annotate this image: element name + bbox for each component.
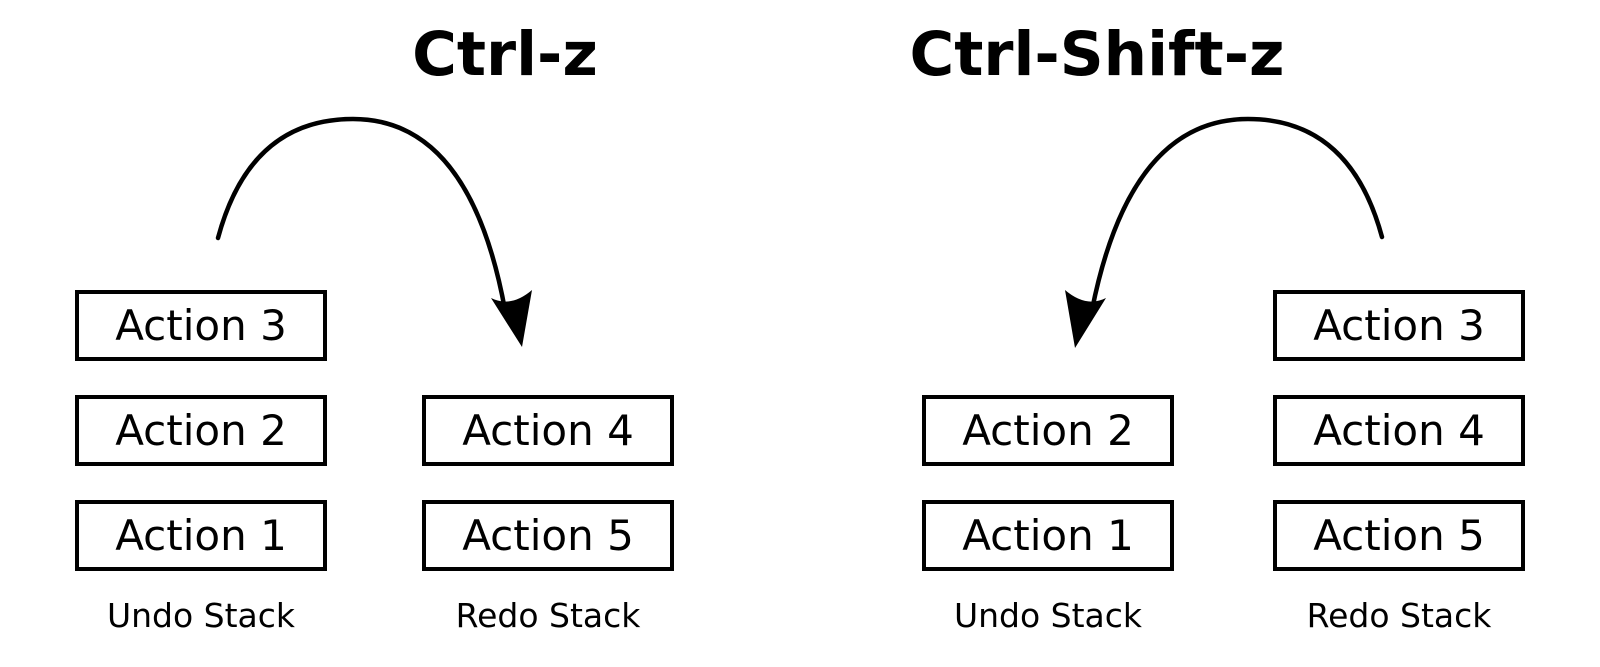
undo-stack-label: Undo Stack bbox=[953, 596, 1143, 635]
ctrl-z-undo-stack: Action 3 Action 2 Action 1 bbox=[75, 290, 327, 571]
panel-title-ctrl-z: Ctrl-z bbox=[412, 19, 598, 90]
action-box: Action 4 bbox=[422, 395, 674, 466]
action-box: Action 4 bbox=[1273, 395, 1525, 466]
ctrl-z-arrowhead-icon bbox=[491, 290, 532, 347]
action-box: Action 3 bbox=[75, 290, 327, 361]
panel-title-ctrl-shift-z: Ctrl-Shift-z bbox=[909, 19, 1285, 90]
ctrl-shift-z-redo-stack: Action 3 Action 4 Action 5 bbox=[1273, 290, 1525, 571]
action-box: Action 1 bbox=[75, 500, 327, 571]
action-box: Action 3 bbox=[1273, 290, 1525, 361]
ctrl-z-redo-stack: Action 4 Action 5 bbox=[422, 395, 674, 571]
ctrl-shift-z-undo-stack: Action 2 Action 1 bbox=[922, 395, 1174, 571]
redo-stack-label: Redo Stack bbox=[455, 596, 641, 635]
ctrl-z-arrow-shaft bbox=[215, 116, 508, 313]
action-box: Action 5 bbox=[1273, 500, 1525, 571]
redo-stack-label: Redo Stack bbox=[1306, 596, 1492, 635]
ctrl-shift-z-arrow-shaft bbox=[1089, 116, 1385, 313]
action-box: Action 5 bbox=[422, 500, 674, 571]
action-box: Action 1 bbox=[922, 500, 1174, 571]
action-box: Action 2 bbox=[75, 395, 327, 466]
action-box: Action 2 bbox=[922, 395, 1174, 466]
ctrl-shift-z-arrowhead-icon bbox=[1065, 290, 1106, 348]
undo-stack-label: Undo Stack bbox=[106, 596, 296, 635]
